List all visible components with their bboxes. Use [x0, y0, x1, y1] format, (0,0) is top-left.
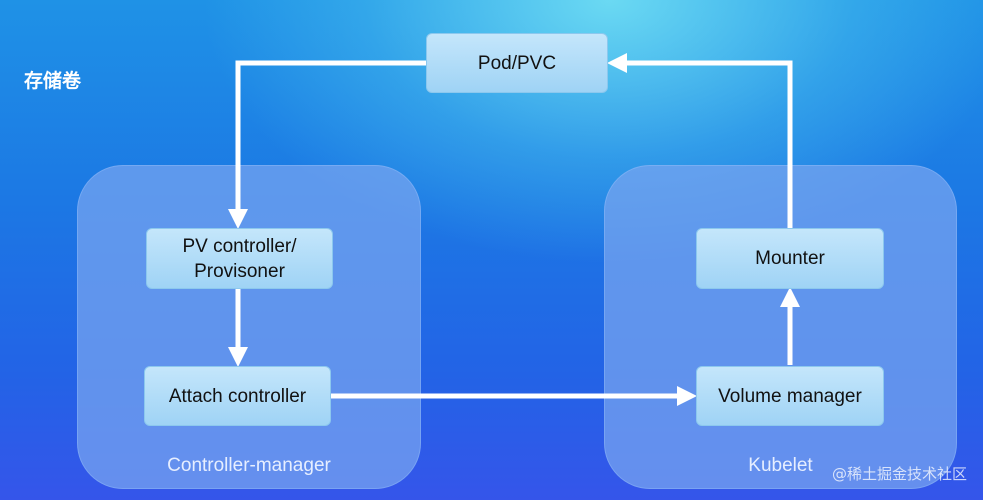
kubelet-group: Kubelet — [604, 165, 957, 489]
controller-manager-label: Controller-manager — [167, 455, 331, 476]
arrow-mounter-to-pod — [606, 53, 793, 228]
pod-pvc-label: Pod/PVC — [477, 52, 557, 74]
pv-controller-node: PV controller/ Provisoner — [146, 228, 333, 289]
mounter-node: Mounter — [696, 228, 884, 289]
watermark: @稀土掘金技术社区 — [831, 465, 967, 483]
attach-controller-node: Attach controller — [144, 366, 331, 426]
mounter-label: Mounter — [755, 248, 825, 269]
arrow-pod-to-pv-controller — [228, 60, 426, 230]
kubelet-label: Kubelet — [748, 455, 813, 476]
pv-controller-label: PV controller/ Provisoner — [182, 235, 297, 282]
volume-manager-node: Volume manager — [696, 366, 884, 426]
pod-pvc-node: Pod/PVC — [426, 33, 608, 93]
controller-manager-group: Controller-manager — [77, 165, 421, 489]
slide-title: 存储卷 — [24, 70, 82, 92]
volume-manager-label: Volume manager — [718, 385, 862, 407]
attach-controller-label: Attach controller — [168, 385, 307, 407]
